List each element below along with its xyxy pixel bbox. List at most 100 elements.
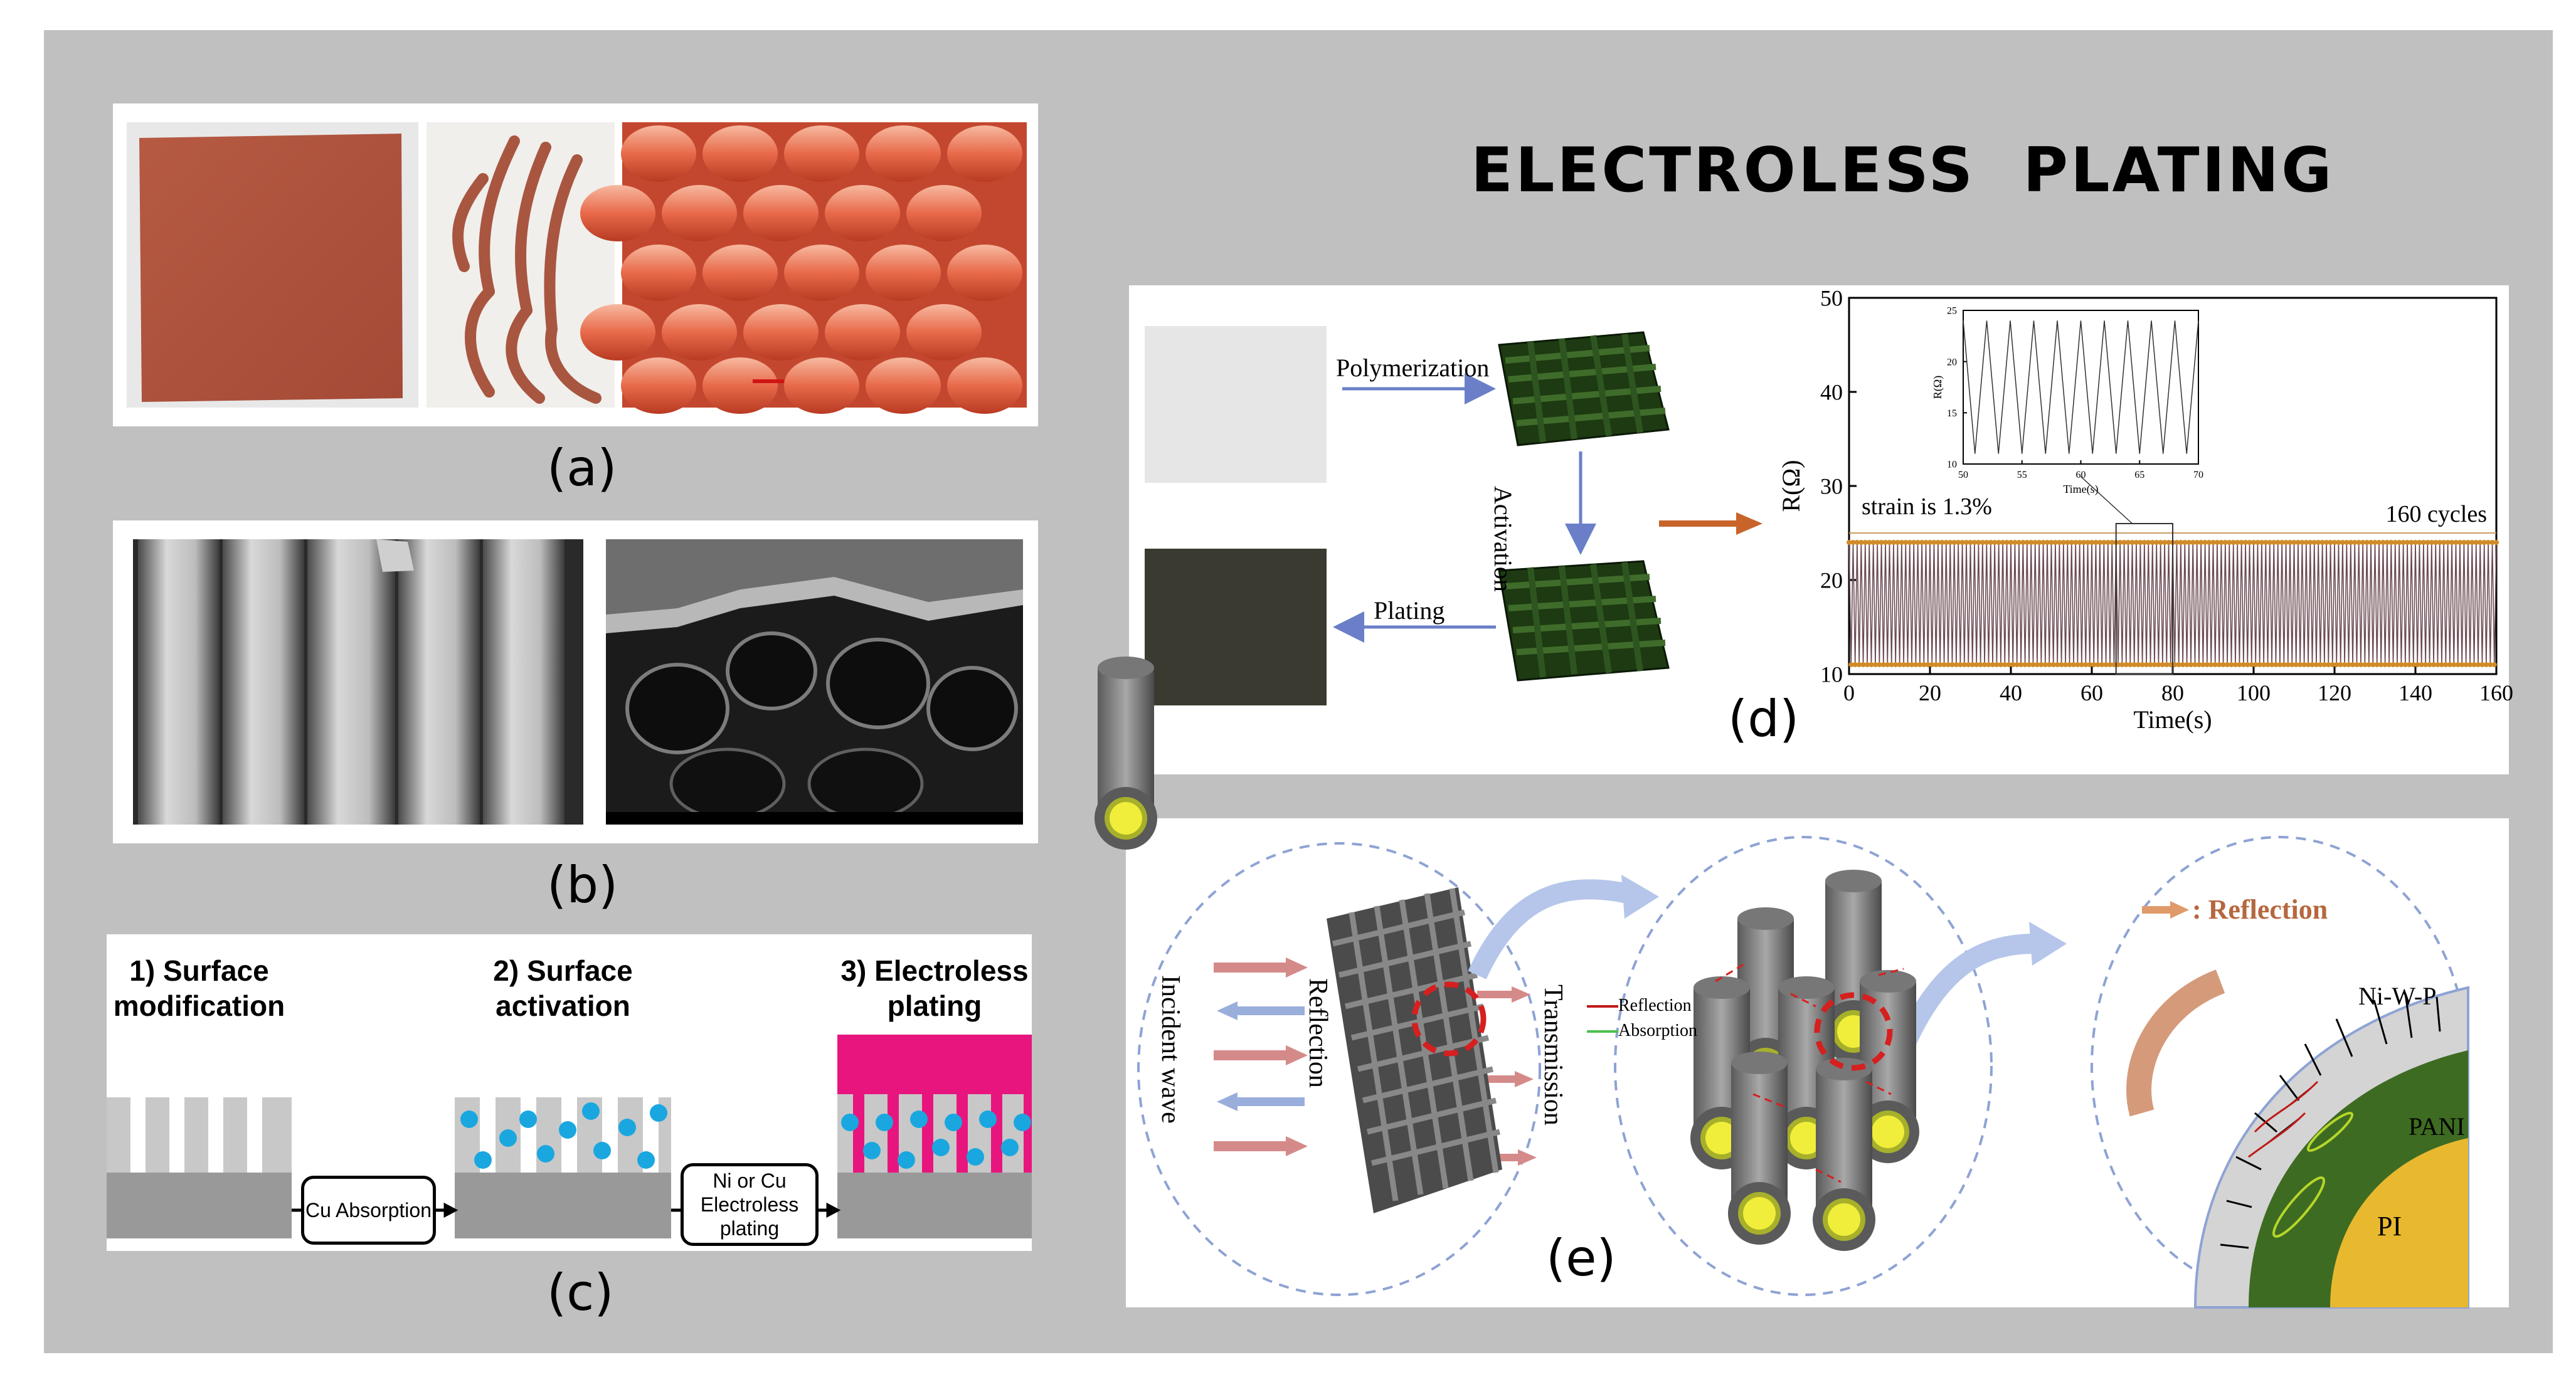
- main-data-point: [2425, 540, 2430, 545]
- main-data-point: [2245, 662, 2250, 667]
- main-data-point: [1956, 540, 1961, 545]
- main-x-tick-label: 60: [2080, 680, 2103, 705]
- main-data-point: [2247, 540, 2252, 545]
- main-data-point: [2435, 662, 2441, 667]
- transmission-label: Transmission: [1539, 984, 1567, 1126]
- main-data-point: [1968, 540, 1973, 545]
- main-data-point: [2481, 540, 2487, 545]
- reflection-curve-arrow: [2126, 969, 2225, 1117]
- main-data-point: [2267, 540, 2272, 545]
- main-x-tick-label: 120: [2318, 680, 2351, 705]
- main-data-point: [2182, 540, 2188, 545]
- main-data-point: [2208, 662, 2214, 667]
- main-data-point: [2388, 540, 2394, 545]
- main-data-point: [2309, 662, 2315, 667]
- main-data-point: [2334, 662, 2340, 667]
- main-data-point: [1948, 540, 1953, 545]
- main-data-point: [2259, 540, 2264, 545]
- main-data-point: [2449, 540, 2455, 545]
- main-data-point: [2146, 540, 2151, 545]
- main-data-point: [1943, 540, 1949, 545]
- main-data-point: [2380, 540, 2386, 545]
- main-data-point: [2000, 540, 2006, 545]
- main-data-point: [2255, 540, 2261, 545]
- main-data-point: [2321, 662, 2327, 667]
- main-data-point: [1961, 662, 1967, 667]
- main-data-point: [2352, 540, 2358, 545]
- main-data-point: [2194, 540, 2200, 545]
- main-data-point: [2413, 540, 2418, 545]
- main-data-point: [1860, 662, 1866, 667]
- main-data-point: [1919, 540, 1925, 545]
- main-data-point: [2024, 540, 2030, 545]
- main-data-point: [2453, 540, 2459, 545]
- label-a: (a): [547, 439, 617, 497]
- main-data-point: [2306, 662, 2311, 667]
- main-data-point: [1917, 662, 1922, 667]
- main-data-point: [2217, 662, 2222, 667]
- main-data-point: [2200, 662, 2206, 667]
- main-data-point: [2409, 540, 2414, 545]
- main-data-point: [2293, 662, 2299, 667]
- main-y-tick-label: 40: [1820, 380, 1843, 405]
- main-data-point: [2008, 540, 2013, 545]
- main-data-point: [1893, 662, 1899, 667]
- main-data-point: [2030, 662, 2036, 667]
- main-x-tick-label: 80: [2161, 680, 2184, 705]
- main-data-point: [2154, 540, 2160, 545]
- label-d: (d): [1728, 690, 1799, 748]
- main-data-point: [2156, 662, 2161, 667]
- main-data-point: [2358, 662, 2363, 667]
- inset-plot-frame: [1963, 310, 2199, 465]
- stage-3-substrate: [837, 1035, 1032, 1238]
- main-data-point: [2328, 540, 2333, 545]
- main-data-point: [2160, 662, 2165, 667]
- main-data-point: [1984, 540, 1990, 545]
- main-data-point: [2400, 540, 2406, 545]
- main-data-point: [2461, 540, 2467, 545]
- main-data-point: [2027, 662, 2032, 667]
- main-data-point: [2151, 662, 2157, 667]
- main-data-point: [1958, 662, 1963, 667]
- main-data-point: [2097, 540, 2102, 545]
- main-data-point: [1850, 540, 1856, 545]
- main-data-point: [1858, 540, 1864, 545]
- main-data-point: [1946, 662, 1951, 667]
- zoom-arrow-1-head: [1621, 875, 1659, 919]
- main-data-point: [2042, 662, 2048, 667]
- inset-x-axis-label: Time(s): [2063, 483, 2098, 496]
- main-data-point: [2063, 662, 2069, 667]
- main-data-point: [2148, 662, 2153, 667]
- step-2-title: 2) Surface activation: [493, 954, 633, 1022]
- main-data-point: [2313, 662, 2319, 667]
- main-data-point: [1953, 662, 1959, 667]
- cu-particles-plated: [841, 1110, 1031, 1169]
- main-data-point: [2489, 540, 2495, 545]
- main-data-point: [2338, 662, 2343, 667]
- main-data-point: [2443, 662, 2449, 667]
- main-data-point: [1949, 662, 1955, 667]
- main-data-point: [1939, 540, 1945, 545]
- panel-b-sem: [133, 539, 1023, 825]
- main-data-point: [2451, 662, 2457, 667]
- zoom-arrow-2: [1888, 934, 2036, 1067]
- main-data-point: [2095, 662, 2101, 667]
- main-data-point: [2311, 540, 2317, 545]
- main-data-point: [2445, 540, 2451, 545]
- main-data-point: [2336, 540, 2341, 545]
- main-data-point: [1913, 662, 1919, 667]
- main-data-point: [2136, 662, 2141, 667]
- main-y-tick-label: 30: [1820, 474, 1843, 499]
- main-data-point: [1905, 662, 1911, 667]
- main-data-point: [1879, 540, 1884, 545]
- main-data-point: [2275, 540, 2281, 545]
- main-data-point: [1852, 662, 1858, 667]
- main-data-point: [2232, 662, 2238, 667]
- main-data-point: [2138, 540, 2143, 545]
- main-data-point: [2459, 662, 2465, 667]
- layer-pani-label: PANI: [2409, 1112, 2465, 1141]
- main-data-point: [1877, 662, 1882, 667]
- main-data-point: [2118, 540, 2123, 545]
- main-data-point: [1988, 540, 1993, 545]
